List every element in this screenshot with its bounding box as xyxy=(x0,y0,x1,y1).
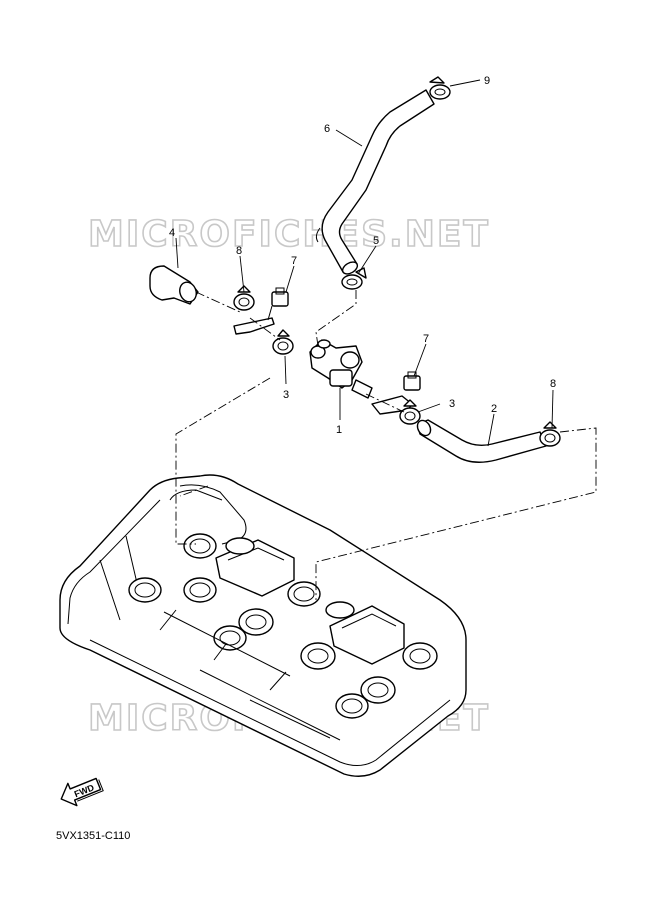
hose-2 xyxy=(416,419,547,463)
callout-1: 1 xyxy=(336,424,342,436)
watermark-top: MICROFICHES.NET xyxy=(88,214,490,255)
cylinder-head-cover xyxy=(59,474,467,777)
fwd-arrow-icon: FWD xyxy=(60,777,104,807)
callout-4: 4 xyxy=(169,227,175,239)
callout-7-left: 7 xyxy=(291,255,297,267)
valve-1 xyxy=(309,339,373,399)
clamp-8-right xyxy=(539,421,561,447)
connection-lines xyxy=(175,290,597,600)
callouts: 1 2 3 3 4 5 6 7 7 8 8 9 xyxy=(169,75,556,436)
bracket-7-left xyxy=(233,287,289,335)
callout-3-right: 3 xyxy=(449,398,455,410)
clamp-3-left xyxy=(272,329,294,355)
diagram-code: 5VX1351-C110 xyxy=(56,830,131,842)
hose-4 xyxy=(149,265,199,305)
leader-lines xyxy=(175,79,554,447)
callout-6: 6 xyxy=(324,123,330,135)
callout-8-left: 8 xyxy=(236,245,242,257)
clamp-9 xyxy=(429,76,451,100)
callout-8-right: 8 xyxy=(550,378,556,390)
clamp-5 xyxy=(341,267,367,290)
callout-2: 2 xyxy=(491,403,497,415)
hose-6 xyxy=(315,89,435,275)
callout-3-left: 3 xyxy=(283,389,289,401)
callout-7-right: 7 xyxy=(423,333,429,345)
callout-9: 9 xyxy=(484,75,490,87)
callout-5: 5 xyxy=(373,235,379,247)
bracket-7-right xyxy=(371,371,421,415)
clamp-3-right xyxy=(399,399,421,425)
